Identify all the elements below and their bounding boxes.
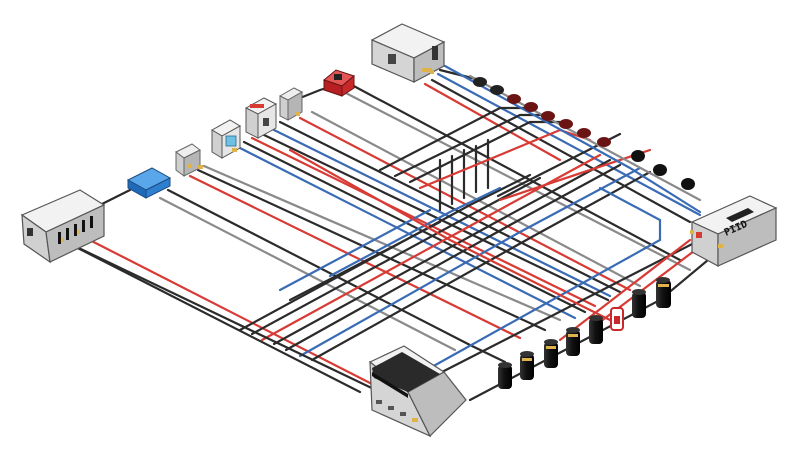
wire-black (278, 120, 622, 294)
knob (524, 102, 538, 112)
fuse-red (610, 307, 624, 331)
wire-black (272, 158, 612, 346)
capacitor (656, 277, 671, 308)
knob (490, 85, 504, 95)
knob (653, 164, 667, 176)
wire-blue (443, 64, 702, 214)
red-relay (322, 69, 356, 97)
wire-blue (328, 186, 502, 278)
wire-blue (234, 144, 577, 320)
capacitor (589, 315, 603, 344)
top-enclosure (370, 23, 446, 83)
wire-black (288, 220, 442, 302)
capacitor (520, 351, 534, 380)
knob (597, 137, 611, 147)
wire-grey (338, 88, 692, 272)
wire-blue (428, 186, 662, 370)
capacitor (566, 327, 580, 356)
wire-red (423, 82, 562, 162)
wire-black (242, 140, 587, 314)
panel-slots (58, 216, 93, 244)
wire-black (60, 238, 362, 394)
wire-black (260, 132, 610, 302)
wire-red (288, 148, 612, 322)
blue-junction-box (126, 167, 172, 199)
wire-red (558, 238, 692, 342)
knob (681, 178, 695, 190)
wire-blue (298, 166, 642, 358)
knob (541, 111, 555, 121)
wire-black (430, 78, 692, 224)
knob-row (473, 77, 695, 190)
wire-black (393, 113, 547, 178)
switch-box (244, 97, 278, 139)
left-control-panel (20, 189, 106, 264)
right-display-panel: PIID (690, 195, 778, 268)
wire-red (188, 174, 522, 340)
wire-red (260, 153, 602, 342)
small-terminal-box (175, 143, 203, 177)
wire-black (196, 168, 547, 332)
knob (631, 150, 645, 162)
capacitor (498, 362, 512, 389)
capacitor (632, 289, 646, 318)
wire-grey (202, 164, 562, 322)
meter-box (211, 119, 241, 159)
wire-black (250, 176, 542, 336)
panel-jack (27, 228, 33, 236)
bottom-controller-box (368, 345, 467, 438)
wire-black (98, 188, 132, 207)
knob (559, 119, 573, 129)
wire-black (238, 173, 532, 332)
wire-bundle-diagonal (60, 72, 702, 394)
wire-red (250, 136, 597, 308)
capacitor (544, 339, 558, 368)
wire-blue (268, 126, 612, 298)
wire-blue (436, 72, 702, 217)
capacitor-row (498, 277, 671, 389)
connector-terminals (188, 70, 694, 234)
controller-ports (376, 400, 406, 416)
knob (507, 94, 521, 104)
wire-black (440, 238, 702, 374)
knob (473, 77, 487, 87)
wire-grey (468, 74, 702, 202)
wire-black (348, 82, 682, 262)
wire-red (72, 230, 374, 386)
wire-black (284, 163, 622, 352)
wire-grey (158, 196, 457, 352)
wire-blue (278, 208, 432, 292)
knob (577, 128, 591, 138)
wire-black (408, 120, 562, 184)
